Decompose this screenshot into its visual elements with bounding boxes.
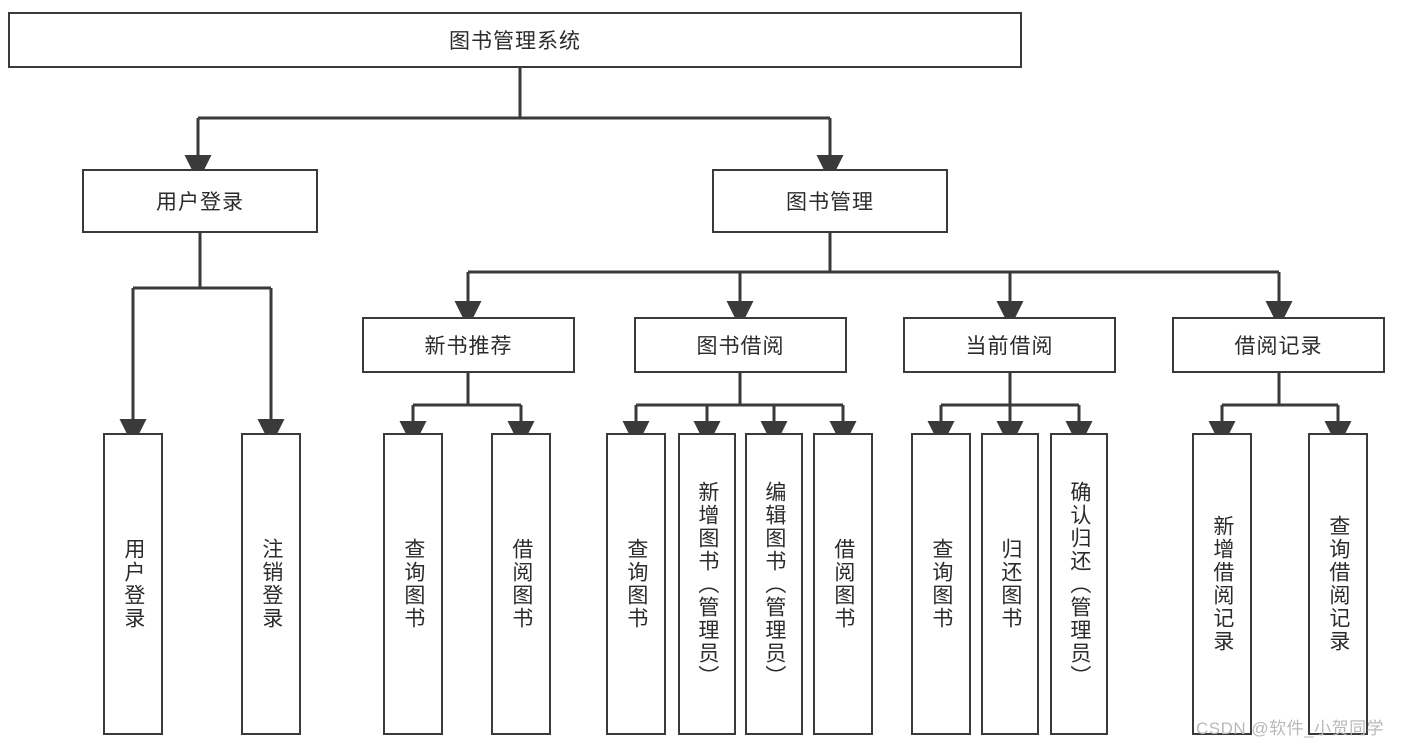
node-label: 借阅图书 — [509, 538, 533, 630]
node-leaf-query-borrow-record[interactable]: 查询借阅记录 — [1308, 433, 1368, 735]
node-user-login[interactable]: 用户登录 — [82, 169, 318, 233]
node-label: 新增借阅记录 — [1210, 515, 1234, 653]
node-label: 新增图书（管理员） — [695, 480, 719, 688]
node-label: 图书借阅 — [696, 335, 785, 358]
node-label: 借阅记录 — [1234, 335, 1323, 358]
node-label: 借阅图书 — [831, 538, 855, 630]
node-leaf-query-book-recommend[interactable]: 查询图书 — [383, 433, 443, 735]
node-label: 图书管理系统 — [449, 30, 581, 53]
node-label: 编辑图书（管理员） — [762, 480, 786, 688]
node-label: 查询图书 — [624, 538, 648, 630]
node-leaf-user-login[interactable]: 用户登录 — [103, 433, 163, 735]
node-label: 查询借阅记录 — [1326, 515, 1350, 653]
node-book-management[interactable]: 图书管理 — [712, 169, 948, 233]
node-current-borrow[interactable]: 当前借阅 — [903, 317, 1116, 373]
node-leaf-logout[interactable]: 注销登录 — [241, 433, 301, 735]
node-label: 图书管理 — [786, 191, 874, 214]
node-label: 用户登录 — [156, 191, 244, 214]
node-new-book-recommend[interactable]: 新书推荐 — [362, 317, 575, 373]
node-label: 用户登录 — [121, 538, 145, 630]
node-leaf-add-book-admin[interactable]: 新增图书（管理员） — [678, 433, 736, 735]
node-label: 归还图书 — [998, 538, 1022, 630]
node-leaf-confirm-return-admin[interactable]: 确认归还（管理员） — [1050, 433, 1108, 735]
node-leaf-return-book[interactable]: 归还图书 — [981, 433, 1039, 735]
node-leaf-query-book-current[interactable]: 查询图书 — [911, 433, 971, 735]
node-label: 注销登录 — [259, 538, 283, 630]
csdn-watermark: CSDN @软件_小贺同学 — [1196, 719, 1385, 738]
node-book-borrow[interactable]: 图书借阅 — [634, 317, 847, 373]
node-leaf-edit-book-admin[interactable]: 编辑图书（管理员） — [745, 433, 803, 735]
node-label: 确认归还（管理员） — [1067, 480, 1091, 688]
node-label: 当前借阅 — [965, 335, 1054, 358]
node-label: 查询图书 — [929, 538, 953, 630]
node-root-book-management-system[interactable]: 图书管理系统 — [8, 12, 1022, 68]
node-label: 查询图书 — [401, 538, 425, 630]
node-borrow-record[interactable]: 借阅记录 — [1172, 317, 1385, 373]
node-leaf-query-book-borrow[interactable]: 查询图书 — [606, 433, 666, 735]
node-leaf-borrow-book-recommend[interactable]: 借阅图书 — [491, 433, 551, 735]
node-label: 新书推荐 — [424, 335, 513, 358]
node-leaf-add-borrow-record[interactable]: 新增借阅记录 — [1192, 433, 1252, 735]
node-leaf-borrow-book[interactable]: 借阅图书 — [813, 433, 873, 735]
